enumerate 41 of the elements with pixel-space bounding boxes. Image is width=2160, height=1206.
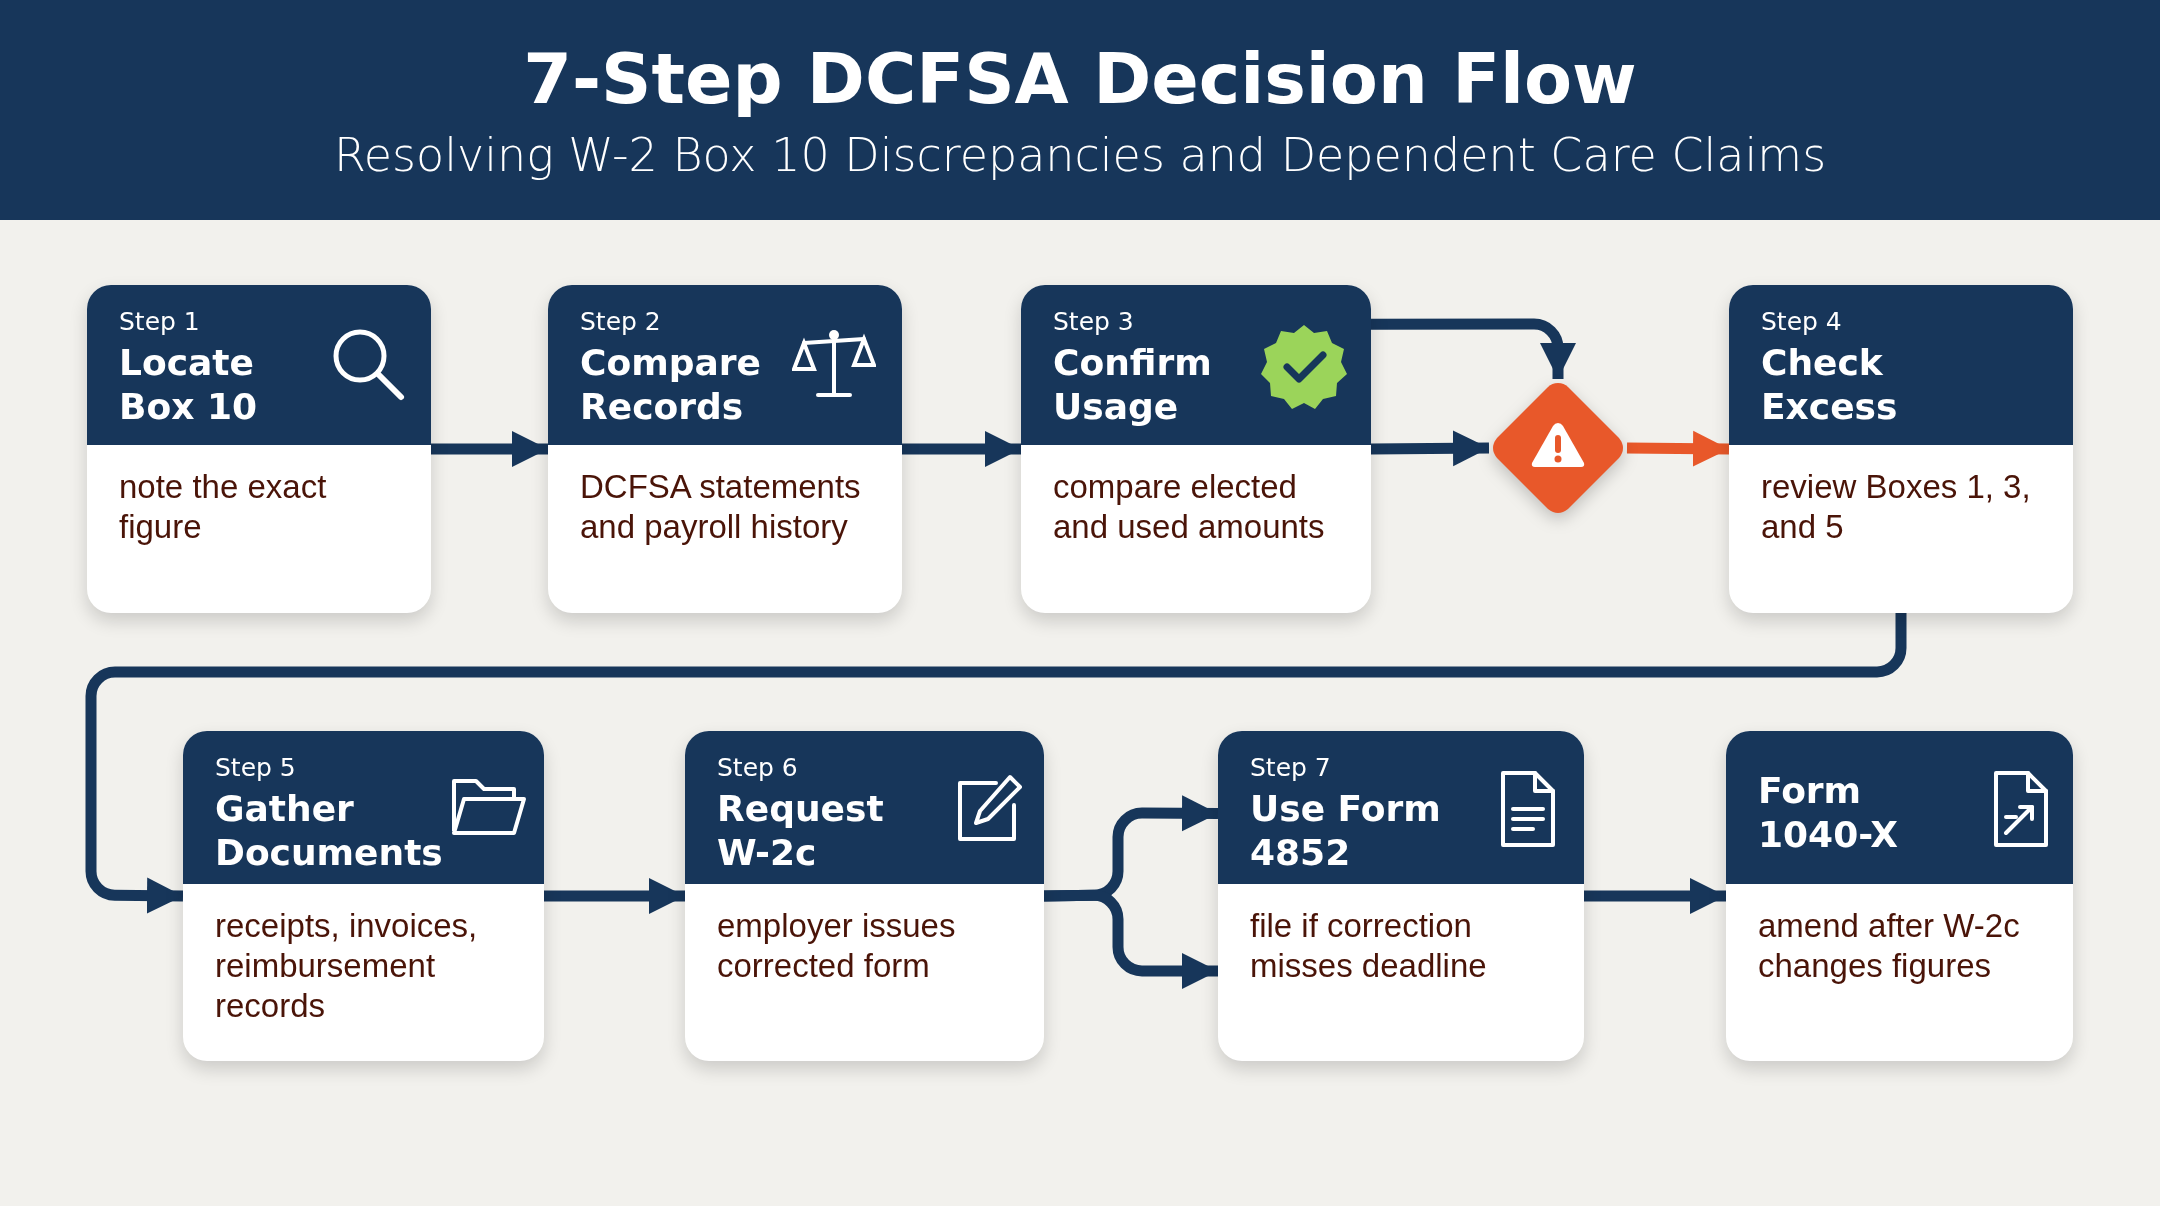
step-description: note the exact figure [119, 467, 328, 547]
arrow [431, 431, 548, 467]
arrow [1626, 430, 1730, 467]
step-description: employer issues corrected form [717, 906, 957, 986]
step-title: Confirm Usage [1053, 341, 1213, 429]
step-title: Form 1040-X [1758, 769, 1899, 857]
step-card [1726, 731, 2073, 1061]
step-description: compare elected and used amounts [1053, 467, 1326, 547]
step-card [1729, 285, 2073, 613]
step-label: Step 6 [717, 753, 798, 782]
step-card [1021, 285, 1371, 613]
arrow [544, 878, 685, 914]
step-description: DCFSA statements and payroll history [580, 467, 862, 547]
step-card [548, 285, 902, 613]
step-title: Gather Documents [215, 787, 444, 875]
step-title: Locate Box 10 [119, 341, 259, 429]
step-label: Step 7 [1250, 753, 1331, 782]
step-label: Step 2 [580, 307, 661, 336]
arrow [1370, 430, 1490, 467]
step-label: Step 3 [1053, 307, 1134, 336]
step-title: Request W-2c [717, 787, 885, 875]
step-card [685, 731, 1044, 1061]
arrow [1043, 889, 1218, 989]
subtitle: Resolving W-2 Box 10 Discrepancies and Dependent Care Claims [332, 128, 1828, 182]
step-description: file if correction misses deadline [1250, 906, 1488, 986]
step-card [87, 285, 431, 613]
step-card [1218, 731, 1584, 1061]
arrow [1584, 878, 1726, 914]
step-label: Step 5 [215, 753, 296, 782]
step-description: amend after W-2c changes figures [1758, 906, 2021, 986]
step-card [183, 731, 544, 1061]
step-label: Step 1 [119, 307, 200, 336]
arrow [1371, 318, 1576, 379]
step-title: Use Form 4852 [1250, 787, 1442, 875]
step-description: receipts, invoices, reimbursement records [215, 906, 479, 1026]
step-title: Compare Records [580, 341, 762, 429]
step-label: Step 4 [1761, 307, 1842, 336]
step-description: review Boxes 1, 3, and 5 [1761, 467, 2032, 547]
step-title: Check Excess [1761, 341, 1899, 429]
title: 7-Step DCFSA Decision Flow [522, 38, 1638, 120]
arrow [902, 431, 1021, 467]
